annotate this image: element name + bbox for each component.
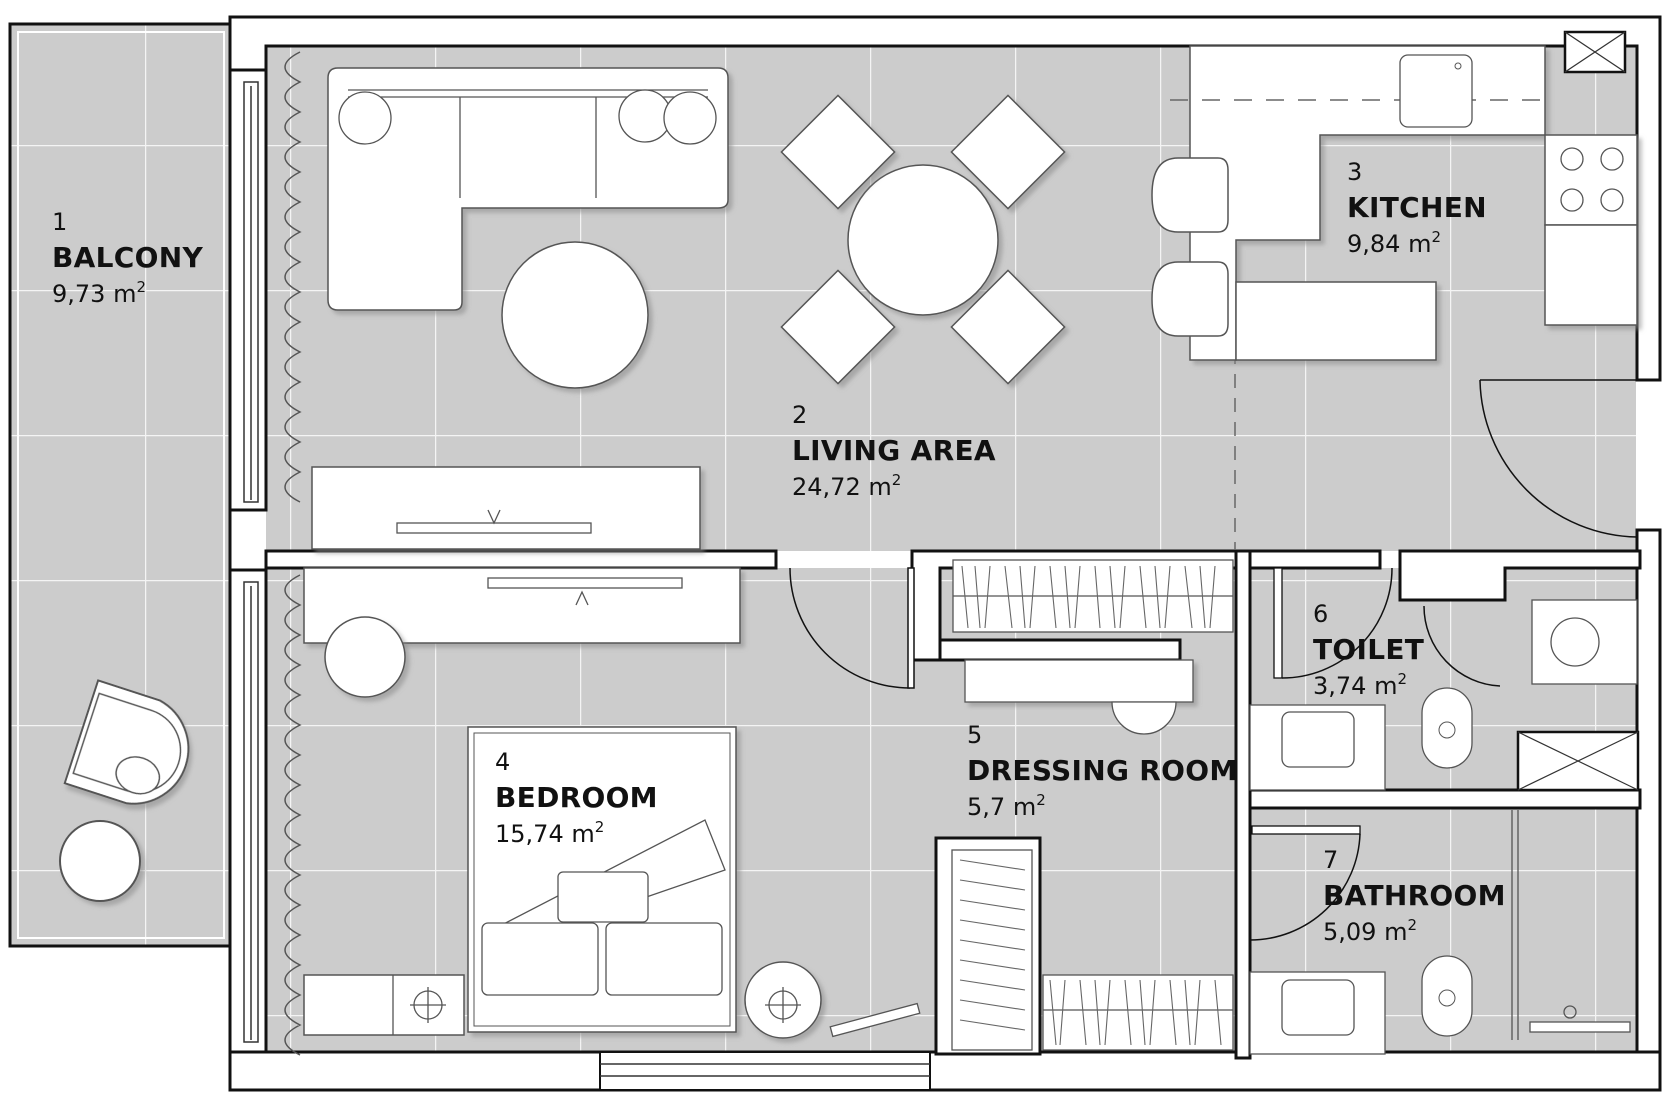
tv-unit (311, 466, 701, 550)
room-name: BALCONY (52, 241, 204, 274)
room-number: 5 (967, 721, 983, 749)
room-area: 15,74 m2 (495, 818, 605, 848)
wardrobe-bottom (1042, 974, 1234, 1051)
dining-table (847, 164, 999, 316)
bed-pillows (481, 819, 726, 996)
room-name: BEDROOM (495, 781, 658, 814)
toilet-bowl (1421, 687, 1473, 769)
dressing-door-panel (829, 1002, 921, 1038)
window-left (243, 81, 259, 1043)
entrance-door (1479, 379, 1638, 538)
room-number: 3 (1347, 158, 1363, 186)
room-label-dressing-room: 5 DRESSING ROOM 5,7 m2 (967, 723, 1238, 819)
room-number: 7 (1323, 846, 1339, 874)
toilet-door-panel (1273, 567, 1283, 679)
room-number: 4 (495, 748, 511, 776)
room-label-kitchen: 3 KITCHEN 9,84 m2 (1347, 160, 1487, 256)
dining-chairs (780, 94, 1066, 385)
room-area: 24,72 m2 (792, 471, 902, 501)
lamp-icon (765, 987, 801, 1023)
bathroom-door-panel (1251, 825, 1361, 835)
room-balcony (8, 22, 232, 948)
cushions (338, 89, 717, 145)
washing-machine (1531, 599, 1638, 685)
room-label-bathroom: 7 BATHROOM 5,09 m2 (1323, 848, 1506, 944)
room-number: 1 (52, 208, 68, 236)
armchair (63, 679, 190, 805)
room-area: 5,7 m2 (967, 791, 1046, 821)
room-area: 9,84 m2 (1347, 228, 1442, 258)
wardrobe-left (951, 849, 1033, 1051)
room-label-bedroom: 4 BEDROOM 15,74 m2 (495, 750, 658, 846)
room-name: KITCHEN (1347, 191, 1487, 224)
room-label-living-area: 2 LIVING AREA 24,72 m2 (792, 403, 996, 499)
room-area: 5,09 m2 (1323, 916, 1418, 946)
vanity-stool (1111, 701, 1177, 735)
bedroom-door (789, 567, 915, 689)
room-name: LIVING AREA (792, 434, 996, 467)
entrance-threshold (599, 1051, 931, 1091)
desk-chair (324, 616, 406, 698)
room-area: 3,74 m2 (1313, 670, 1408, 700)
room-number: 6 (1313, 600, 1329, 628)
wardrobe-top (952, 559, 1234, 633)
kitchen-sink (1399, 54, 1473, 128)
coffee-table (501, 241, 649, 389)
side-table (59, 820, 141, 902)
bathroom-toilet-bowl (1421, 955, 1473, 1037)
curtain-living (284, 51, 302, 503)
shower (1511, 810, 1631, 1040)
exterior-walls (228, 15, 1662, 1092)
room-label-balcony: 1 BALCONY 9,73 m2 (52, 210, 203, 306)
room-name: TOILET (1313, 633, 1425, 666)
room-name: DRESSING ROOM (967, 754, 1238, 787)
cooktop (1560, 147, 1624, 212)
room-name: BATHROOM (1323, 879, 1506, 912)
vanity-table (964, 659, 1194, 703)
bar-stools (1151, 157, 1229, 337)
room-label-toilet: 6 TOILET 3,74 m2 (1313, 602, 1424, 698)
lamp-icon (410, 987, 446, 1023)
room-area: 9,73 m2 (52, 278, 147, 308)
curtain-bedroom (284, 574, 302, 1056)
room-number: 2 (792, 401, 808, 429)
